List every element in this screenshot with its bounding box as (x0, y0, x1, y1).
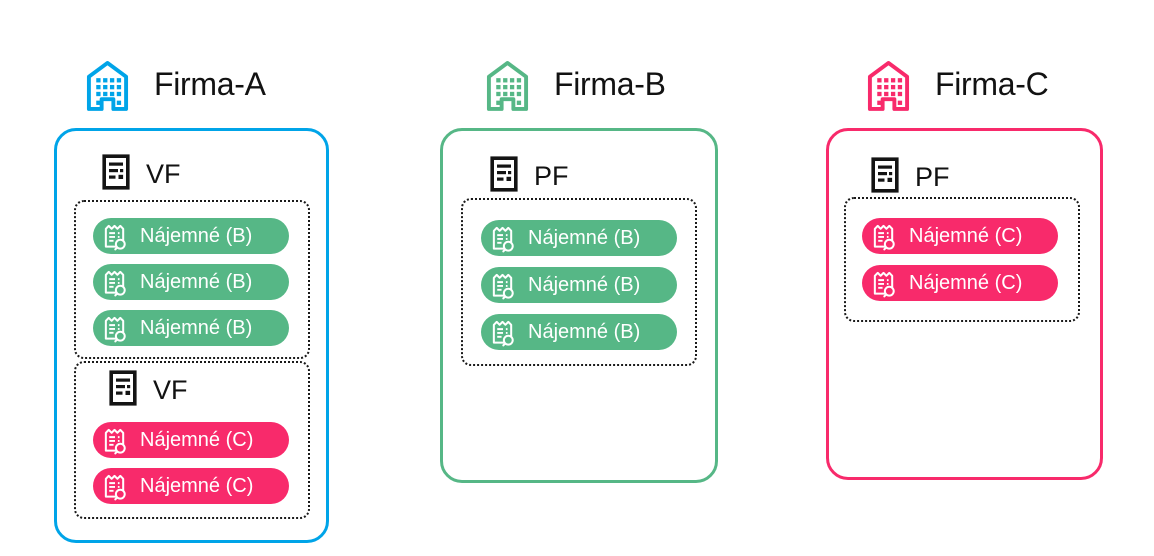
receipt-search-icon (871, 221, 897, 251)
pill-label: Nájemné (C) (909, 271, 1023, 294)
doc-type-row: VF (108, 369, 188, 412)
doc-type-row: PF (870, 156, 950, 199)
building-icon (485, 58, 530, 111)
receipt-search-icon (490, 317, 516, 347)
invoice-pill: Nájemné (C) (93, 422, 289, 458)
doc-type-row: VF (101, 153, 181, 196)
receipt-search-icon (871, 268, 897, 298)
company-title: Firma-B (554, 65, 666, 102)
receipt-search-icon (490, 223, 516, 253)
receipt-search-icon (490, 270, 516, 300)
pill-label: Nájemné (B) (140, 270, 253, 293)
pill-label: Nájemné (B) (528, 226, 641, 249)
receipt-search-icon (102, 471, 128, 501)
company-header: Firma-C (826, 55, 1103, 113)
company-title: Firma-A (154, 65, 266, 102)
pill-group: Nájemné (B) Nájemné (B) Nájemné (B) (74, 200, 310, 359)
invoice-pill: Nájemné (B) (93, 264, 289, 300)
doc-type-label: PF (915, 162, 950, 192)
invoice-document-icon (489, 155, 519, 198)
company-firma-b: Firma-B PF Nájemné (B) Nájemné (B) (440, 55, 718, 483)
doc-type-row: PF (489, 155, 569, 198)
invoice-pill: Nájemné (C) (862, 218, 1058, 254)
pill-group: VF Nájemné (C) Nájemné (C) (74, 361, 310, 519)
invoice-pill: Nájemné (B) (481, 267, 677, 303)
building-icon (866, 58, 911, 111)
pill-label: Nájemné (B) (140, 316, 253, 339)
invoice-document-icon (101, 153, 131, 196)
company-title: Firma-C (935, 65, 1049, 102)
building-icon (85, 58, 130, 111)
receipt-search-icon (102, 221, 128, 251)
invoice-pill: Nájemné (B) (481, 220, 677, 256)
company-header: Firma-B (440, 55, 718, 113)
invoice-document-icon (108, 369, 138, 412)
company-box: VF Nájemné (B) Nájemné (B) Nájemné (B) (54, 128, 329, 543)
pill-group: Nájemné (C) Nájemné (C) (844, 197, 1080, 322)
invoice-pill: Nájemné (C) (93, 468, 289, 504)
pill-label: Nájemné (B) (140, 224, 253, 247)
invoice-pill: Nájemné (B) (481, 314, 677, 350)
pill-group: Nájemné (B) Nájemné (B) Nájemné (B) (461, 198, 697, 366)
doc-type-label: PF (534, 161, 569, 191)
invoice-pill: Nájemné (B) (93, 310, 289, 346)
doc-type-label: VF (146, 159, 181, 189)
receipt-search-icon (102, 313, 128, 343)
receipt-search-icon (102, 425, 128, 455)
pill-label: Nájemné (B) (528, 273, 641, 296)
company-header: Firma-A (54, 55, 329, 113)
pill-label: Nájemné (C) (140, 428, 254, 451)
invoice-document-icon (870, 156, 900, 199)
invoice-pill: Nájemné (B) (93, 218, 289, 254)
receipt-search-icon (102, 267, 128, 297)
doc-type-label: VF (153, 375, 188, 405)
company-firma-a: Firma-A VF Nájemné (B) Nájemné (B) (54, 55, 329, 543)
pill-label: Nájemné (C) (909, 224, 1023, 247)
company-box: PF Nájemné (C) Nájemné (C) (826, 128, 1103, 480)
pill-label: Nájemné (C) (140, 474, 254, 497)
pill-label: Nájemné (B) (528, 320, 641, 343)
company-box: PF Nájemné (B) Nájemné (B) Nájemné (B) (440, 128, 718, 483)
company-firma-c: Firma-C PF Nájemné (C) Nájemné (C) (826, 55, 1103, 480)
invoice-pill: Nájemné (C) (862, 265, 1058, 301)
